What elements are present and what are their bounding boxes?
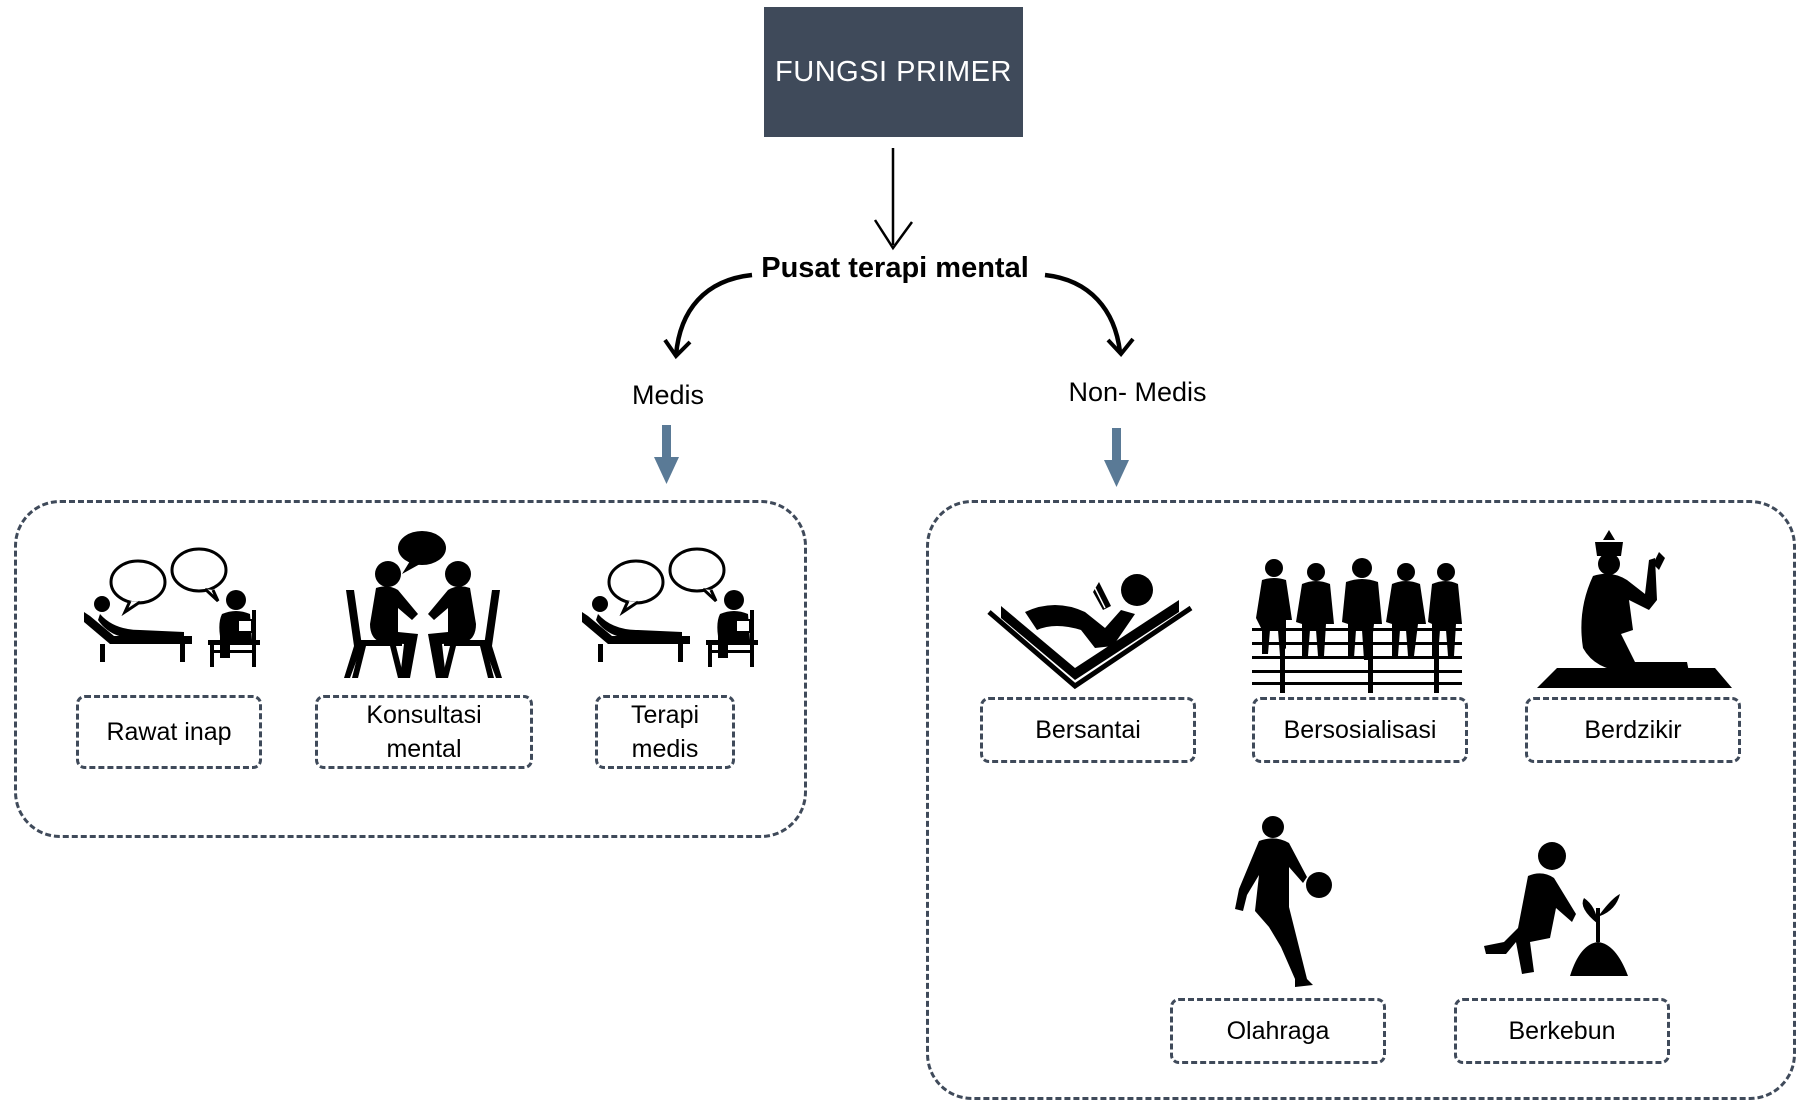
root-node: FUNGSI PRIMER (764, 7, 1023, 137)
group-sitting-icon (1252, 558, 1462, 693)
nonmedis-item-berdzikir: Berdzikir (1525, 697, 1741, 763)
nonmedis-group-frame (926, 500, 1796, 1100)
medis-item-konsultasi-mental: Konsultasi mental (315, 695, 533, 769)
basketball-player-icon (1225, 815, 1335, 990)
praying-person-icon (1537, 530, 1732, 690)
nonmedis-item-olahraga: Olahraga (1170, 998, 1386, 1064)
center-node-label: Pusat terapi mental (761, 252, 1029, 284)
item-label: Rawat inap (106, 718, 232, 746)
patient-therapist-icon (578, 540, 758, 680)
relaxing-reader-icon (985, 568, 1195, 694)
medis-item-terapi-medis: Terapi medis (595, 695, 735, 769)
center-to-nonmedis-arrow (1044, 272, 1135, 358)
medis-group-frame (14, 500, 807, 838)
medis-down-arrow (654, 425, 679, 484)
consultation-icon (340, 528, 505, 686)
root-node-label: FUNGSI PRIMER (775, 55, 1012, 88)
nonmedis-item-bersantai: Bersantai (980, 697, 1196, 763)
nonmedis-item-berkebun: Berkebun (1454, 998, 1670, 1064)
nonmedis-item-bersosialisasi: Bersosialisasi (1252, 697, 1468, 763)
item-label: Olahraga (1226, 1017, 1330, 1045)
gardener-icon (1480, 838, 1630, 983)
item-label: Terapi medis (630, 701, 700, 763)
item-label: Bersosialisasi (1283, 716, 1437, 744)
medis-item-rawat-inap: Rawat inap (76, 695, 262, 769)
nonmedis-down-arrow (1104, 428, 1129, 487)
item-label: Berkebun (1508, 1017, 1616, 1045)
root-to-center-arrow (873, 147, 914, 251)
branch-label-medis: Medis (631, 380, 705, 410)
branch-label-nonmedis: Non- Medis (1068, 377, 1207, 407)
item-label: Berdzikir (1584, 716, 1682, 744)
item-label: Bersantai (1035, 716, 1141, 744)
center-to-medis-arrow (663, 272, 753, 360)
item-label: Konsultasi mental (366, 701, 482, 763)
patient-therapist-icon (80, 540, 260, 680)
